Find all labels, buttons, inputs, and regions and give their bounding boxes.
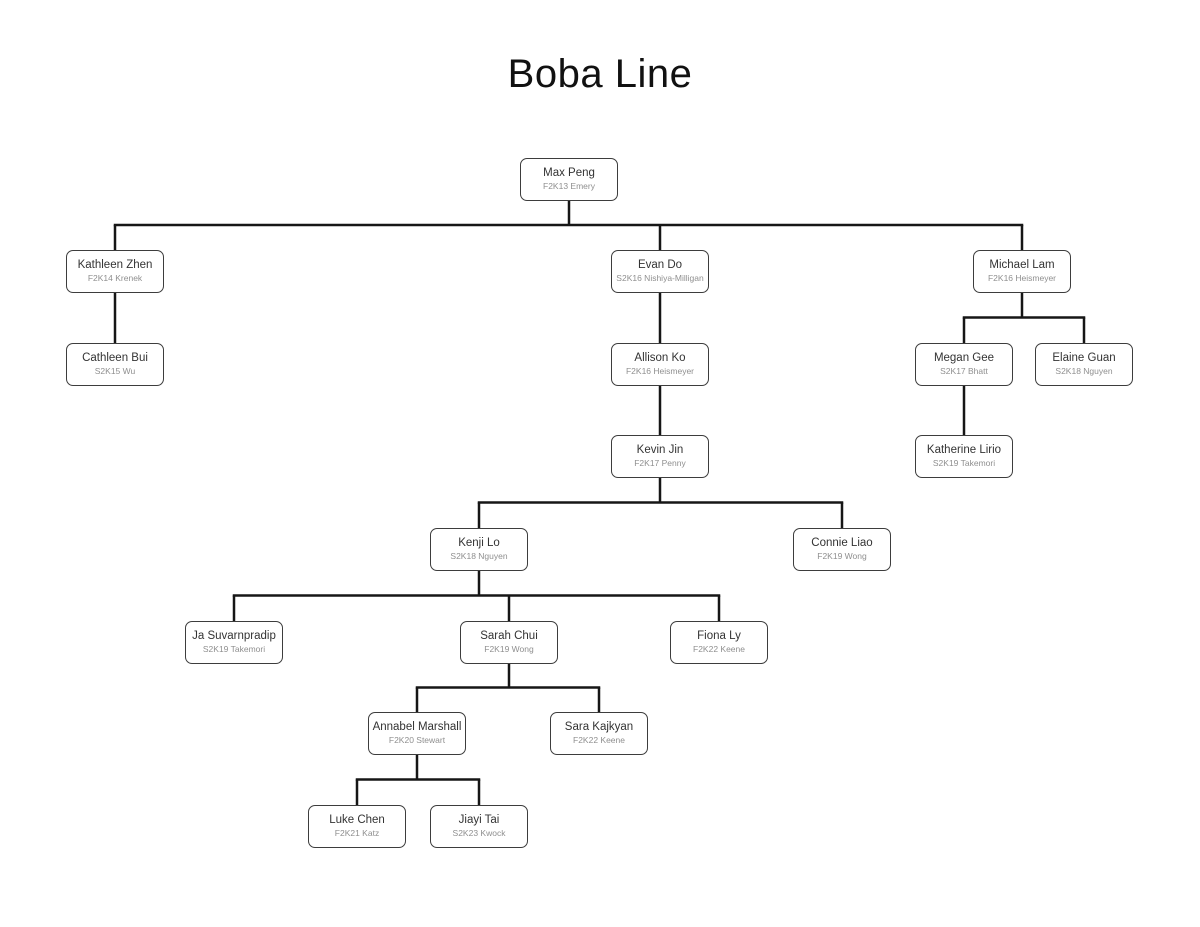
person-class-label: S2K23 Kwock (452, 827, 506, 838)
person-name: Cathleen Bui (82, 352, 148, 364)
person-name: Megan Gee (933, 352, 995, 364)
person-class-label: F2K16 Heismeyer (625, 365, 695, 376)
person-class-label: F2K19 Wong (817, 550, 867, 561)
person-class-label: F2K17 Penny (634, 457, 686, 468)
person-name: Sara Kajkyan (564, 721, 634, 733)
person-name: Luke Chen (329, 814, 385, 826)
person-name: Kathleen Zhen (77, 259, 153, 271)
person-class-label: F2K14 Krenek (87, 272, 143, 283)
person-name: Ja Suvarnpradip (192, 630, 276, 642)
person-name: Michael Lam (989, 259, 1055, 271)
person-class-label: F2K21 Katz (334, 827, 380, 838)
person-name: Kevin Jin (636, 444, 684, 456)
person-name: Elaine Guan (1052, 352, 1116, 364)
person-class-label: S2K17 Bhatt (940, 365, 988, 376)
person-name: Katherine Lirio (926, 444, 1002, 456)
person-class-label: F2K19 Wong (484, 643, 534, 654)
person-name: Jiayi Tai (458, 814, 500, 826)
person-class-label: S2K19 Takemori (932, 457, 996, 468)
person-name: Sarah Chui (480, 630, 538, 642)
person-class-label: S2K18 Nguyen (1055, 365, 1113, 376)
person-class-label: F2K20 Stewart (388, 734, 446, 745)
person-class-label: S2K18 Nguyen (450, 550, 508, 561)
person-class-label: F2K22 Keene (693, 643, 745, 654)
person-name: Max Peng (543, 167, 595, 179)
person-class-label: F2K13 Emery (543, 180, 595, 191)
person-class-label: F2K16 Heismeyer (987, 272, 1057, 283)
person-name: Evan Do (637, 259, 683, 271)
person-class-label: S2K15 Wu (94, 365, 136, 376)
person-name: Annabel Marshall (372, 721, 462, 733)
person-class-label: F2K22 Keene (573, 734, 625, 745)
person-name: Kenji Lo (458, 537, 500, 549)
diagram-title: Boba Line (507, 52, 693, 96)
person-name: Fiona Ly (697, 630, 741, 642)
person-name: Allison Ko (634, 352, 686, 364)
person-name: Connie Liao (811, 537, 873, 549)
person-class-label: S2K16 Nishiya-Milligan (616, 272, 704, 283)
person-class-label: S2K19 Takemori (202, 643, 266, 654)
